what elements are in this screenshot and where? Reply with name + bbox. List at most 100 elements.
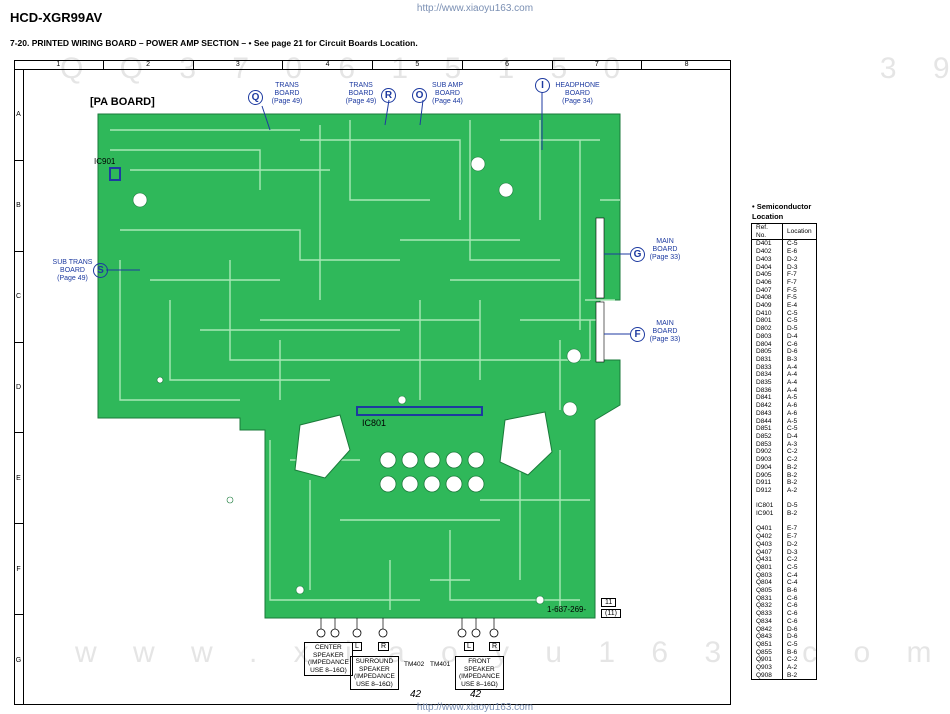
- location-cell: D-3: [787, 263, 798, 271]
- main-board-g-page: (Page 33): [649, 254, 681, 261]
- heatsink-cutouts: [294, 411, 553, 479]
- location-cell: C-6: [787, 594, 798, 602]
- row-g: G: [14, 614, 23, 705]
- ref-no-cell: Q402: [751, 533, 783, 541]
- ref-no-cell: Q832: [751, 602, 783, 611]
- row-c: C: [14, 250, 23, 342]
- ref-no-cell: Q855: [751, 648, 783, 657]
- location-cell: A-4: [787, 371, 798, 379]
- location-cell: C-6: [787, 602, 798, 610]
- model-title: HCD-XGR99AV: [10, 10, 103, 25]
- location-cell: C-5: [787, 563, 798, 571]
- location-cell: C-5: [787, 640, 798, 648]
- ref-no-cell: D911: [751, 479, 783, 487]
- trans-board-q-page: (Page 49): [271, 98, 303, 105]
- ref-no-cell: D902: [751, 448, 783, 457]
- ref-no-cell: Q803: [751, 571, 783, 580]
- page-number-right: 42: [470, 689, 482, 700]
- sub-amp-board-callout: SUB AMP BOARD (Page 44): [425, 82, 470, 106]
- location-cell: E-6: [787, 248, 798, 256]
- main-board-f-name: MAIN BOARD: [652, 320, 678, 335]
- location-cell: A-3: [787, 440, 798, 448]
- semiconductor-title: • Semiconductor Location: [752, 202, 812, 221]
- location-cell: D-4: [787, 432, 798, 440]
- ref-no-cell: D805: [751, 348, 783, 356]
- ref-no-cell: Q804: [751, 579, 783, 588]
- source-url-top: http://www.xiaoyu163.com: [416, 3, 534, 14]
- main-board-f-callout: MAIN BOARD (Page 33): [645, 320, 685, 344]
- ref-no-cell: IC901: [751, 510, 783, 518]
- location-cell: B-3: [787, 355, 798, 363]
- ref-no-cell: D401: [751, 239, 783, 249]
- ref-no-cell: Q801: [751, 563, 783, 572]
- ref-no-cell: D409: [751, 302, 783, 310]
- row-e: E: [14, 432, 23, 523]
- ref-no-cell: Q831: [751, 594, 783, 603]
- terminal-leaders: [320, 618, 495, 629]
- ref-no-cell: D842: [751, 402, 783, 410]
- main-board-f-page: (Page 33): [649, 336, 681, 343]
- ref-no-cell: Q407: [751, 548, 783, 557]
- col-3: 3: [192, 60, 283, 69]
- trans-board-r-callout: TRANS BOARD (Page 49): [340, 82, 382, 106]
- front-speaker-label: FRONT SPEAKER (IMPEDANCE USE 8–16Ω): [455, 656, 504, 690]
- ref-no-cell: D803: [751, 332, 783, 341]
- ref-no-cell: Q851: [751, 640, 783, 649]
- table-row: Q832 C-6: [751, 602, 817, 611]
- col-4: 4: [282, 60, 372, 69]
- ref-no-cell: D836: [751, 386, 783, 395]
- col-8: 8: [641, 60, 731, 69]
- ref-no-cell: D904: [751, 463, 783, 472]
- row-b: B: [14, 159, 23, 251]
- pcb-traces: [110, 120, 620, 610]
- headphone-board-page: (Page 34): [562, 98, 593, 105]
- col-1: 1: [56, 61, 61, 68]
- ref-no-cell: D843: [751, 409, 783, 418]
- ref-no-cell: Q834: [751, 617, 783, 626]
- col-6: 6: [461, 60, 552, 69]
- ref-no-cell: IC801: [751, 502, 783, 511]
- ref-no-cell: D834: [751, 371, 783, 380]
- surround-speaker-label: SURROUND SPEAKER (IMPEDANCE USE 8–16Ω): [350, 656, 399, 690]
- location-cell: A-5: [787, 417, 798, 425]
- front-r-label: R: [489, 642, 501, 651]
- ref-no-cell: D405: [751, 271, 783, 279]
- ref-no-cell: [751, 517, 783, 526]
- front-speaker-callout: FRONT SPEAKER (IMPEDANCE USE 8–16Ω): [455, 656, 504, 690]
- row-d: D: [14, 341, 23, 433]
- ref-no-cell: D802: [751, 325, 783, 333]
- location-cell: C-2: [787, 656, 798, 664]
- location-cell: D-3: [787, 548, 798, 556]
- row-a: A: [16, 111, 21, 119]
- o-marker-icon: O: [412, 88, 427, 103]
- ref-no-cell: Q903: [751, 664, 783, 672]
- center-speaker-label: CENTER SPEAKER (IMPEDANCE USE 8–16Ω): [304, 642, 353, 676]
- ic901-label: IC901: [94, 157, 116, 166]
- ref-no-cell: D804: [751, 340, 783, 349]
- row-f: F: [14, 523, 23, 614]
- location-cell: C-6: [787, 617, 798, 625]
- ref-no-cell: Q901: [751, 656, 783, 665]
- location-cell: A-2: [787, 486, 798, 494]
